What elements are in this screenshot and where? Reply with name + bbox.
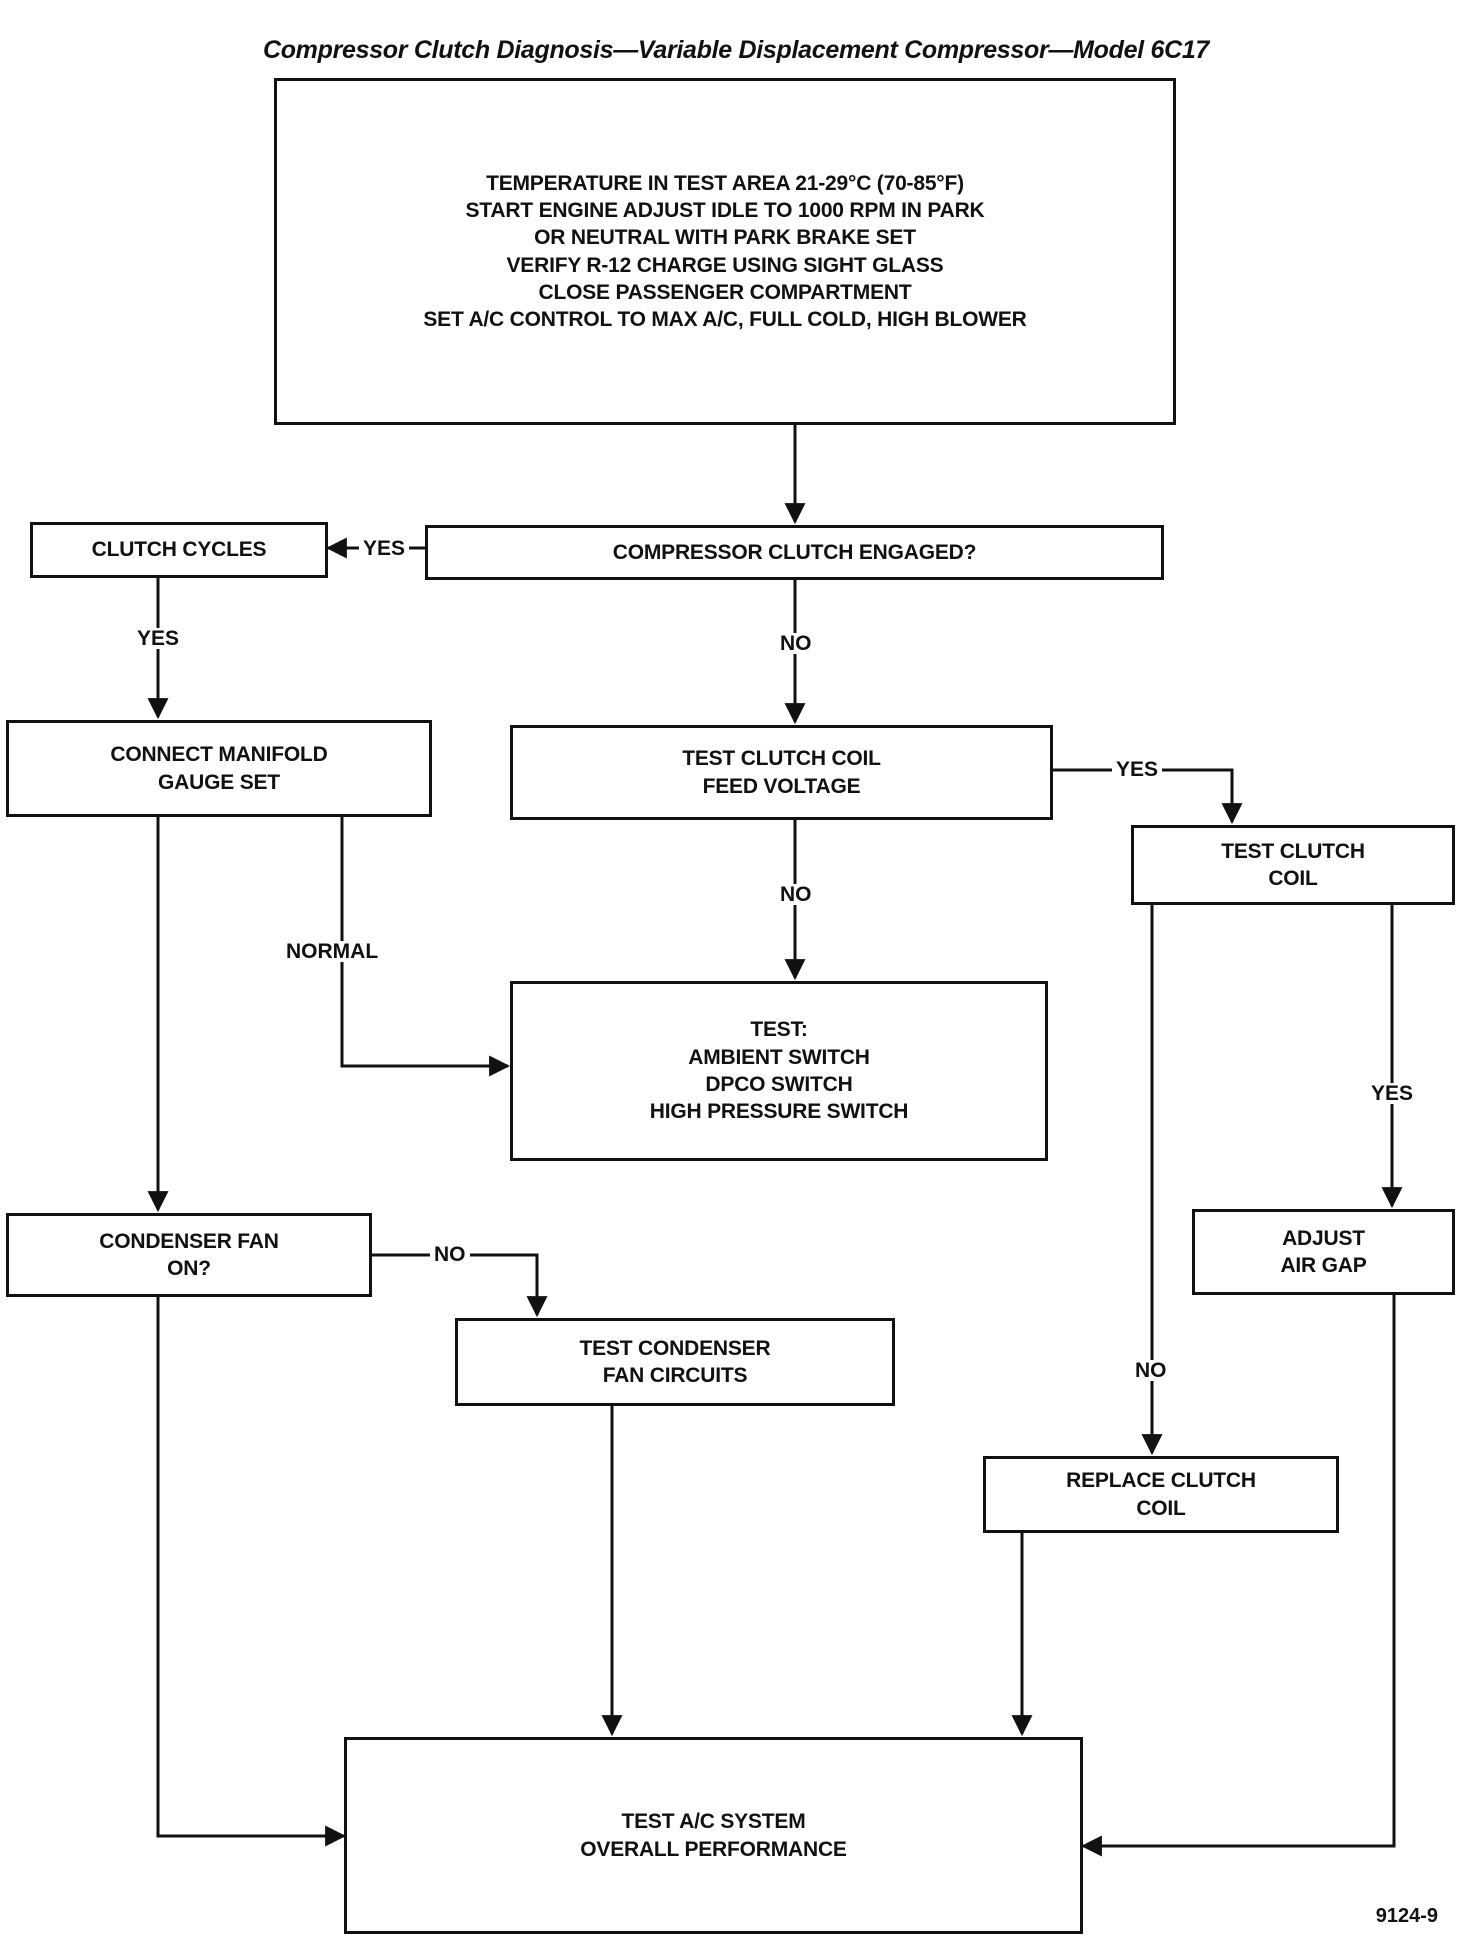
- label-no-fan: NO: [430, 1244, 470, 1265]
- arrow-manifold-to-switches: [340, 817, 511, 1077]
- test-clutch-coil-feed-voltage-box: TEST CLUTCH COIL FEED VOLTAGE: [510, 725, 1053, 820]
- test-ac-overall-performance-box: TEST A/C SYSTEM OVERALL PERFORMANCE: [344, 1737, 1083, 1934]
- compressor-clutch-engaged-box: COMPRESSOR CLUTCH ENGAGED?: [425, 525, 1164, 580]
- label-yes-coil: YES: [1367, 1083, 1418, 1104]
- label-no-engaged: NO: [776, 633, 816, 654]
- label-yes-cycles: YES: [133, 628, 184, 649]
- test-switches-box: TEST: AMBIENT SWITCH DPCO SWITCH HIGH PR…: [510, 981, 1048, 1161]
- arrow-fan-on-to-overall: [156, 1297, 347, 1847]
- connect-manifold-box: CONNECT MANIFOLD GAUGE SET: [6, 720, 432, 817]
- test-clutch-coil-box: TEST CLUTCH COIL: [1131, 825, 1455, 905]
- start-conditions-box: TEMPERATURE IN TEST AREA 21-29°C (70-85°…: [274, 78, 1176, 425]
- condenser-fan-on-box: CONDENSER FAN ON?: [6, 1213, 372, 1297]
- replace-clutch-coil-box: REPLACE CLUTCH COIL: [983, 1456, 1339, 1533]
- label-no-coil: NO: [1131, 1360, 1171, 1381]
- adjust-air-gap-box: ADJUST AIR GAP: [1192, 1209, 1455, 1295]
- diagram-title: Compressor Clutch Diagnosis—Variable Dis…: [262, 36, 1210, 64]
- label-yes-engaged: YES: [359, 538, 410, 559]
- arrow-air-gap-to-overall: [1080, 1295, 1396, 1857]
- arrow-fan-on-to-fan-circuits: [372, 1253, 548, 1318]
- label-no-feed: NO: [776, 884, 816, 905]
- figure-number: 9124-9: [1375, 1905, 1438, 1927]
- clutch-cycles-box: CLUTCH CYCLES: [30, 522, 328, 578]
- test-condenser-fan-circuits-box: TEST CONDENSER FAN CIRCUITS: [455, 1318, 895, 1406]
- label-yes-feed: YES: [1112, 759, 1163, 780]
- label-normal: NORMAL: [282, 941, 383, 962]
